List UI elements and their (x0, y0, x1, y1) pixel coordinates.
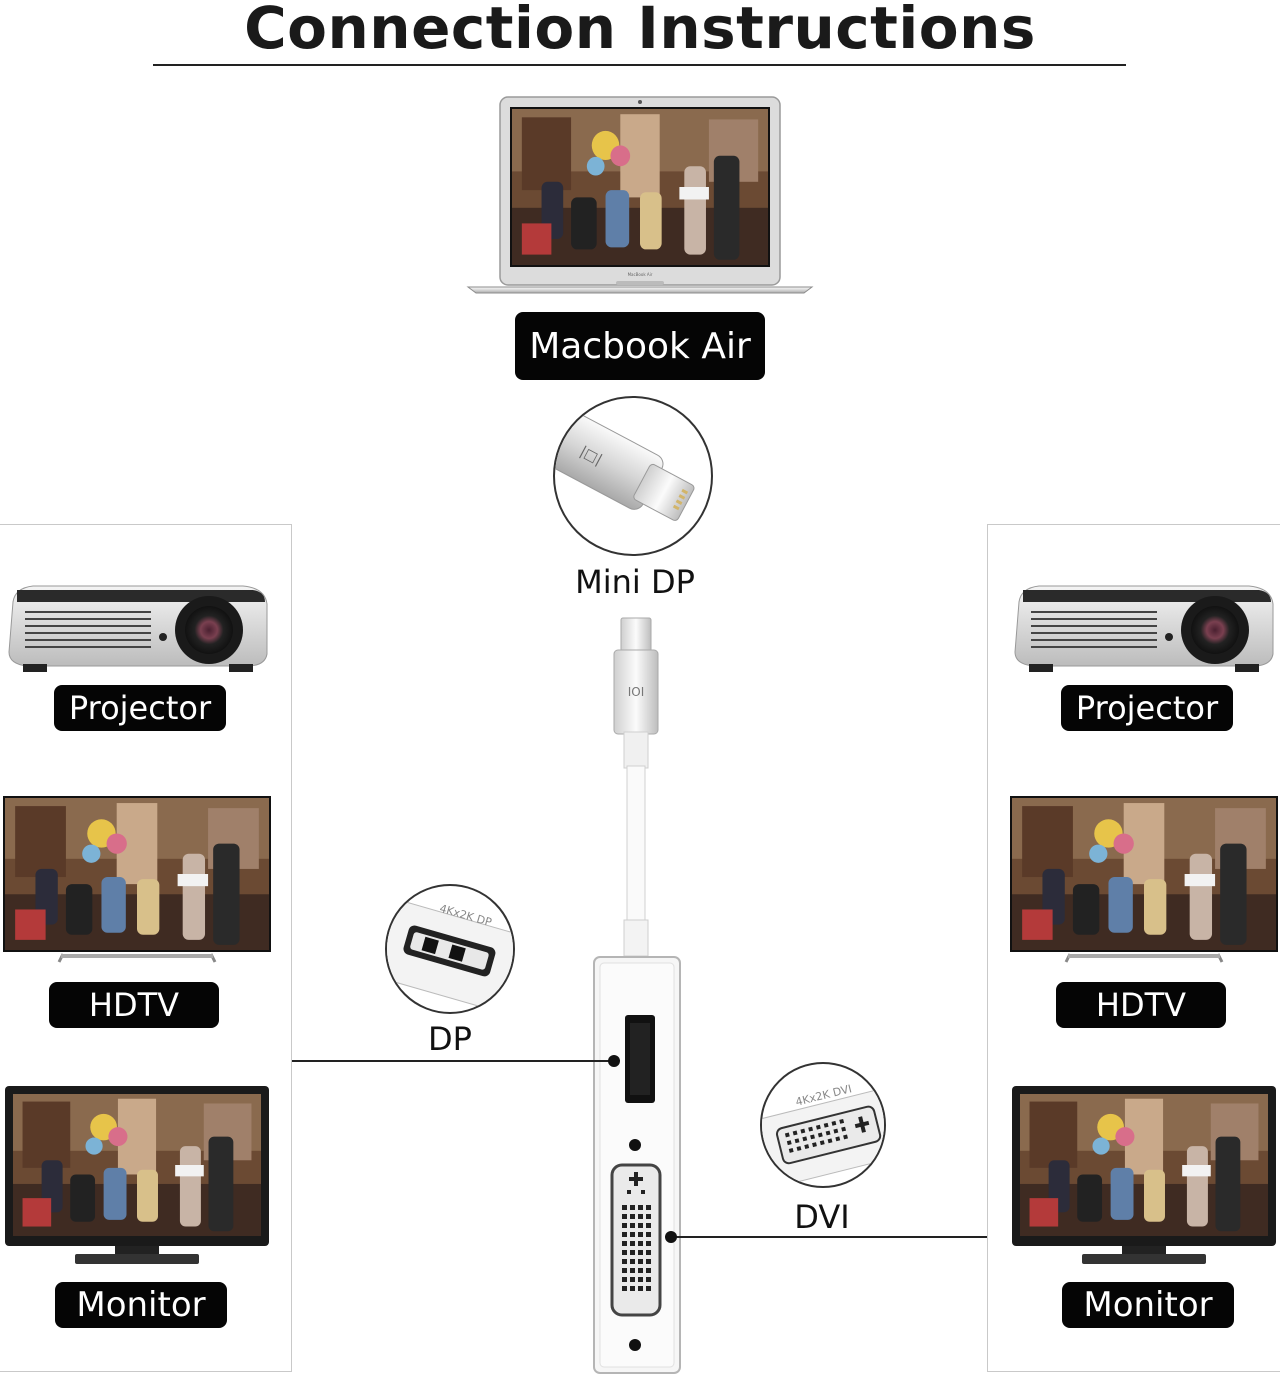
svg-text:IOI: IOI (628, 685, 645, 699)
right-monitor-label: Monitor (1062, 1282, 1234, 1328)
dp-port-dot (608, 1055, 620, 1067)
mini-dp-plug: IOI (612, 616, 660, 956)
left-projector-icon (3, 582, 271, 674)
dvi-port-circle: 4Kx2K DVI (760, 1062, 886, 1188)
left-monitor-icon (5, 1086, 269, 1266)
adapter-body (592, 955, 682, 1375)
dvi-port-dot (665, 1231, 677, 1243)
title-underline (153, 64, 1126, 66)
right-projector-icon (1009, 582, 1277, 674)
left-monitor-label: Monitor (55, 1282, 227, 1328)
laptop-icon (466, 95, 814, 297)
right-tv-icon (1010, 796, 1278, 964)
source-label-text: Macbook Air (529, 325, 751, 367)
mini-dp-connector-circle: |□| (553, 396, 713, 556)
source-label: Macbook Air (515, 312, 765, 380)
mini-dp-label: Mini DP (575, 563, 695, 601)
dvi-connection-line (672, 1236, 988, 1238)
page-title: Connection Instructions (244, 0, 1036, 62)
dvi-label: DVI (794, 1198, 850, 1236)
left-hdtv-label: HDTV (49, 982, 219, 1028)
dp-port-circle: 4Kx2K DP (385, 884, 515, 1014)
right-projector-label: Projector (1061, 685, 1233, 731)
dp-connection-line (291, 1060, 614, 1062)
left-projector-label: Projector (54, 685, 226, 731)
laptop-logo: MacBook Air (627, 272, 653, 277)
dp-label: DP (428, 1020, 472, 1058)
left-tv-icon (3, 796, 271, 964)
right-hdtv-label: HDTV (1056, 982, 1226, 1028)
right-monitor-icon (1012, 1086, 1276, 1266)
